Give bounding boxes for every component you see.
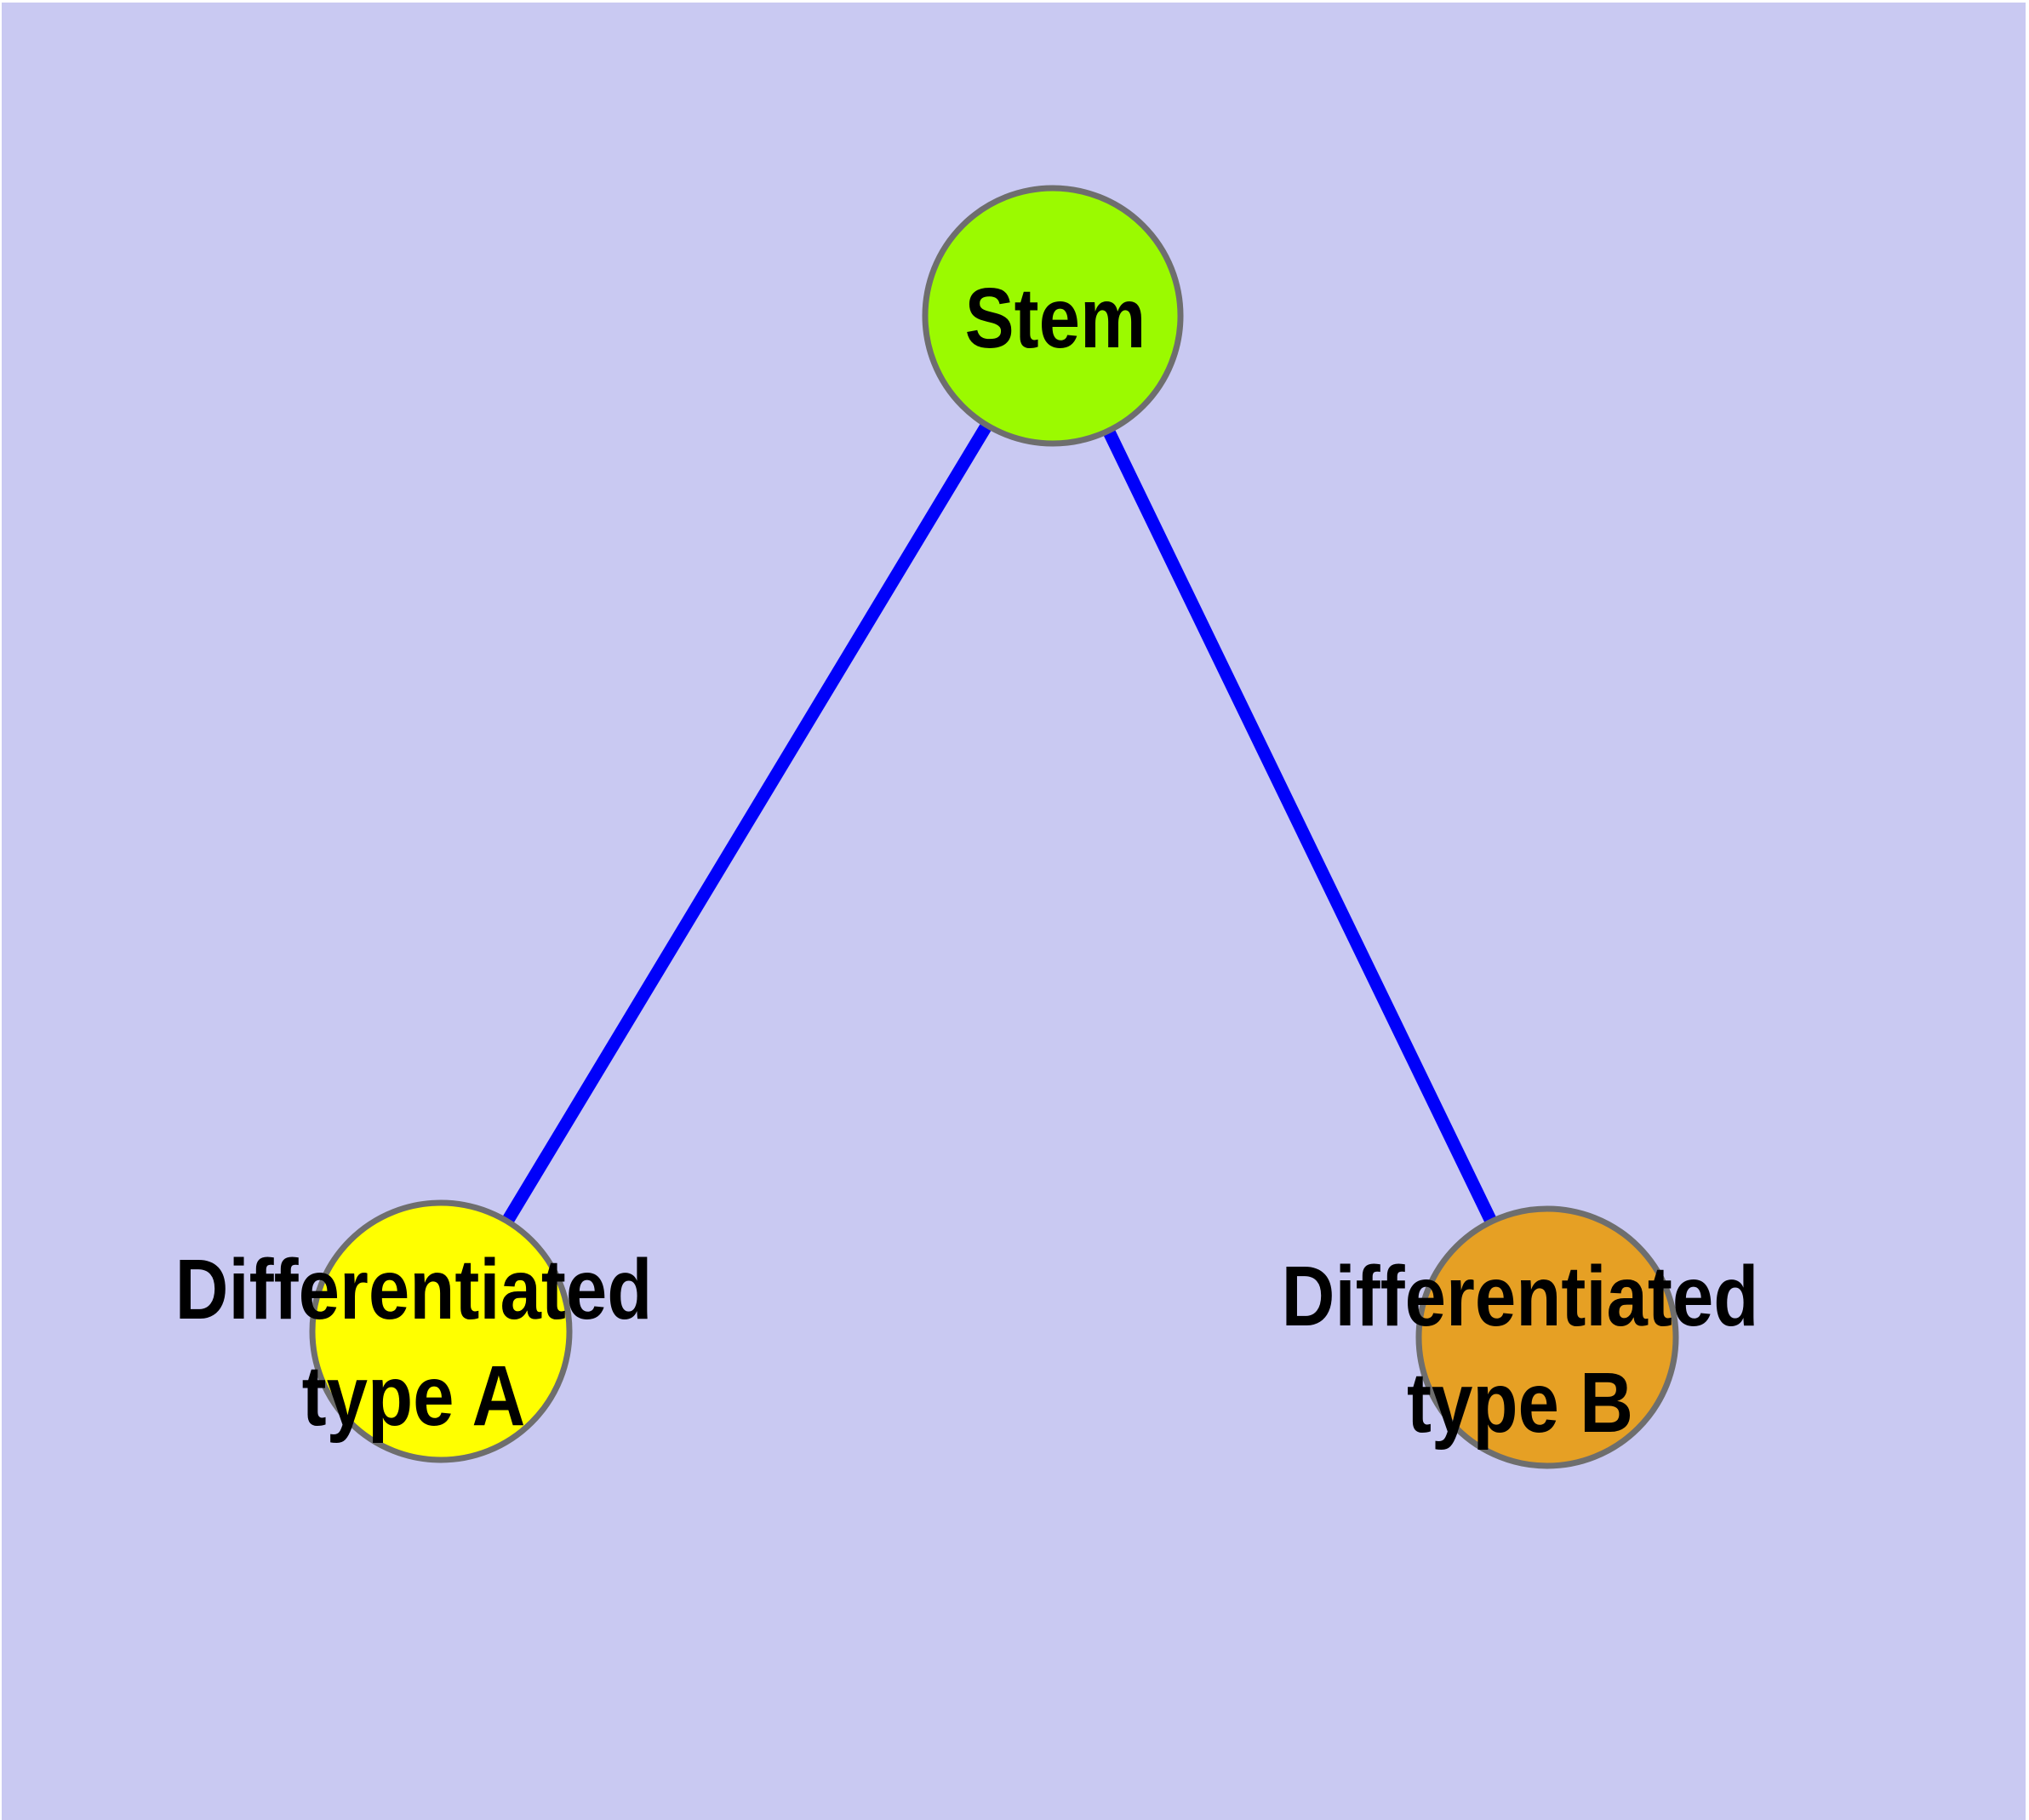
edge-stem-to-type-a (435, 312, 1059, 1335)
node-differentiated-type-a-circle (309, 1199, 573, 1463)
edge-stem-to-type-b (1047, 312, 1553, 1341)
node-differentiated-type-b-circle (1415, 1205, 1679, 1469)
node-stem-circle (922, 185, 1184, 447)
